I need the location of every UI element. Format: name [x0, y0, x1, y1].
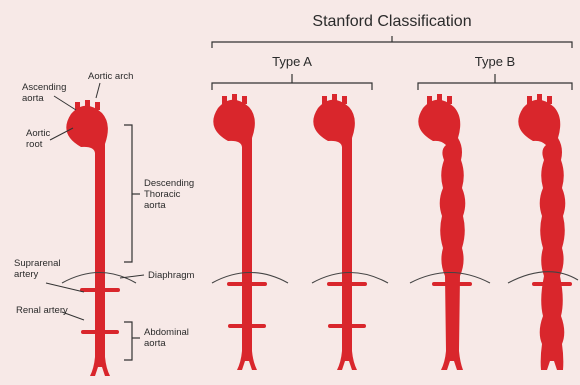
type-b-label: Type B: [475, 54, 515, 69]
diaphragm-arcs: [62, 272, 578, 283]
type-a-bracket: [212, 74, 372, 90]
type-b-aorta-1: [418, 94, 472, 370]
diaphragm-label: Diaphragm: [148, 270, 195, 281]
abdominal-bracket: [124, 322, 140, 360]
abdominal-aorta-label: Abdominal aorta: [144, 327, 192, 349]
descending-thoracic-aorta-label: Descending Thoracic aorta: [144, 178, 197, 211]
diagram-title: Stanford Classification: [312, 13, 471, 30]
type-b-aorta-2: [518, 94, 572, 370]
aortic-root-label: Aortic root: [26, 128, 53, 150]
type-a-aorta-2: [313, 94, 367, 370]
stanford-bracket: [212, 36, 572, 48]
reference-aorta: [66, 100, 120, 376]
descending-bracket: [124, 125, 140, 262]
type-b-bracket: [418, 74, 572, 90]
type-a-label: Type A: [272, 54, 312, 69]
aortic-arch-label: Aortic arch: [88, 71, 133, 82]
renal-artery-label: Renal artery: [16, 305, 68, 316]
type-a-aorta-1: [213, 94, 267, 370]
suprarenal-artery-label: Suprarenal artery: [14, 258, 63, 280]
